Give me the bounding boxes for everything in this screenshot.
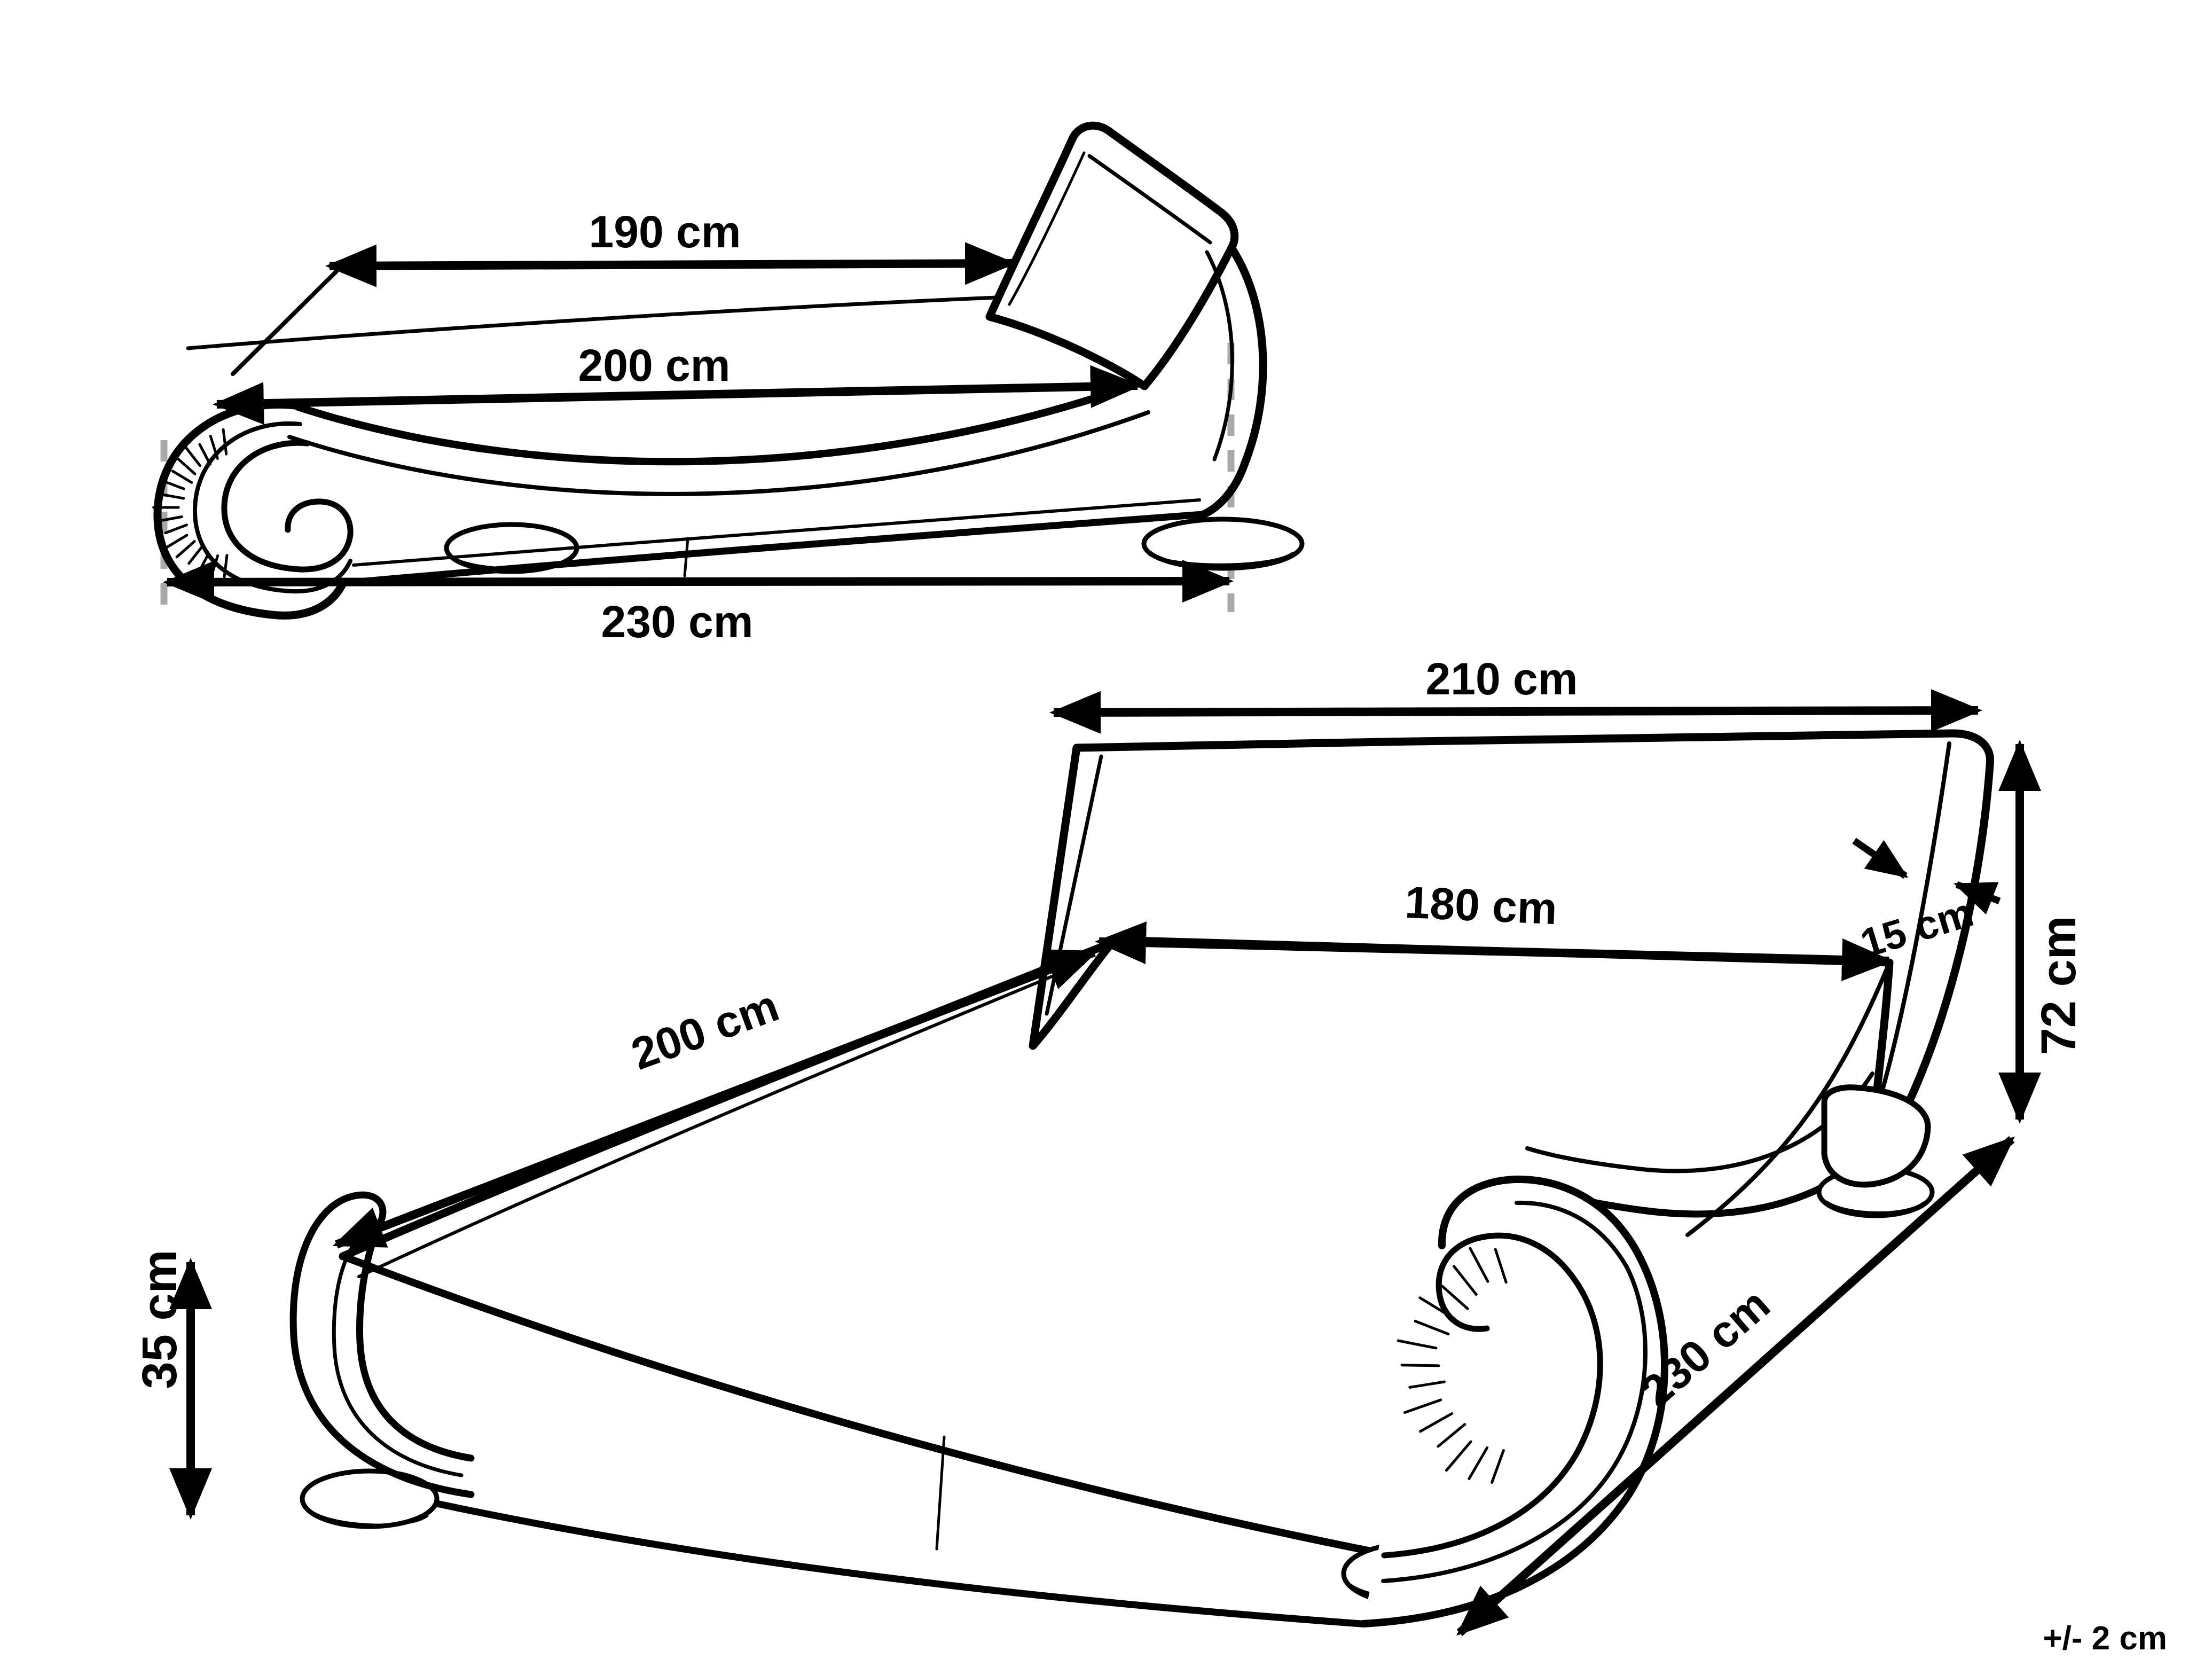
persp-dim-35-label: 35 cm xyxy=(132,1250,187,1389)
side-dim-190-label: 190 cm xyxy=(589,207,741,257)
persp-dim-210-arrow xyxy=(1049,689,1982,734)
pleat-line xyxy=(1403,1398,1442,1414)
persp-dim-180-arrow xyxy=(1095,921,1893,981)
side-back-rail-edge xyxy=(186,295,999,350)
persp-frame-bottom-edge xyxy=(401,1493,1364,1627)
persp-dim-210-label: 210 cm xyxy=(1426,654,1578,704)
persp-dim-15-arrow-front xyxy=(1852,838,1909,879)
pleat-line xyxy=(187,544,205,565)
pleat-line xyxy=(195,553,210,577)
persp-dim-200-label: 200 cm xyxy=(625,980,785,1079)
side-headrest-piping-left xyxy=(1008,151,1086,306)
side-view: 190 cm 200 cm 230 cm xyxy=(152,121,1305,647)
pleat-line xyxy=(160,479,185,490)
persp-dim-180-label: 180 cm xyxy=(1404,877,1558,934)
side-base-top-edge xyxy=(352,498,1201,567)
pleat-line xyxy=(1400,1364,1440,1367)
persp-foot-pad-left-line xyxy=(308,1509,429,1527)
pleat-line xyxy=(175,540,196,559)
side-sled-curl-hook xyxy=(221,440,354,573)
persp-dim-72-label: 72 cm xyxy=(2031,916,2086,1055)
pleat-line xyxy=(171,469,193,484)
pleat-line xyxy=(184,445,202,467)
pleat-line xyxy=(164,534,189,550)
pleat-line xyxy=(209,434,219,460)
tolerance-note: +/- 2 cm xyxy=(2043,1620,2167,1657)
pleat-line xyxy=(1414,1320,1450,1336)
pleat-line xyxy=(198,443,211,466)
side-dim-200-label: 200 cm xyxy=(578,340,731,390)
side-dim-200-arrow xyxy=(213,365,1142,425)
persp-right-curl-fill xyxy=(1363,1179,1665,1624)
persp-mattress-front-edge xyxy=(339,1253,1440,1568)
persp-dim-230-arrow xyxy=(1456,1136,2015,1636)
pleat-line xyxy=(1397,1339,1438,1350)
side-headrest xyxy=(985,121,1239,390)
pleat-line xyxy=(164,523,188,535)
persp-headboard-edge-crease xyxy=(1880,741,1951,1094)
side-dim-230-arrow xyxy=(163,560,1234,604)
side-dim-190-arrow xyxy=(325,242,1016,287)
side-base-seam xyxy=(683,537,689,577)
side-mattress-front-edge-inner xyxy=(287,410,1150,496)
pleat-line xyxy=(1408,1380,1446,1389)
persp-left-curl-inner xyxy=(332,1227,464,1477)
pleat-line xyxy=(1419,1412,1454,1433)
perspective-view: 210 cm 180 cm 15 cm 72 cm 200 cm 35 cm 2… xyxy=(132,654,2086,1636)
persp-dim-200-arrow xyxy=(332,948,1099,1249)
side-rail-arc-outer xyxy=(1199,244,1267,519)
side-rail-arc-inner xyxy=(1205,250,1234,461)
persp-foot-back-right xyxy=(1821,1084,1931,1188)
pleat-line xyxy=(157,515,183,522)
persp-foot-pad-left xyxy=(300,1468,440,1529)
side-headrest-piping-top xyxy=(1087,154,1212,245)
persp-right-rail-inner xyxy=(1525,1071,1874,1173)
side-mattress-corner-leader xyxy=(231,269,339,376)
pleat-line xyxy=(222,428,228,456)
pleat-line xyxy=(176,457,197,475)
side-dim-230-label: 230 cm xyxy=(601,597,754,647)
pleat-line xyxy=(160,492,185,500)
persp-dim-15-arrow-back xyxy=(1953,881,2001,915)
persp-frame-seam xyxy=(935,1435,946,1551)
